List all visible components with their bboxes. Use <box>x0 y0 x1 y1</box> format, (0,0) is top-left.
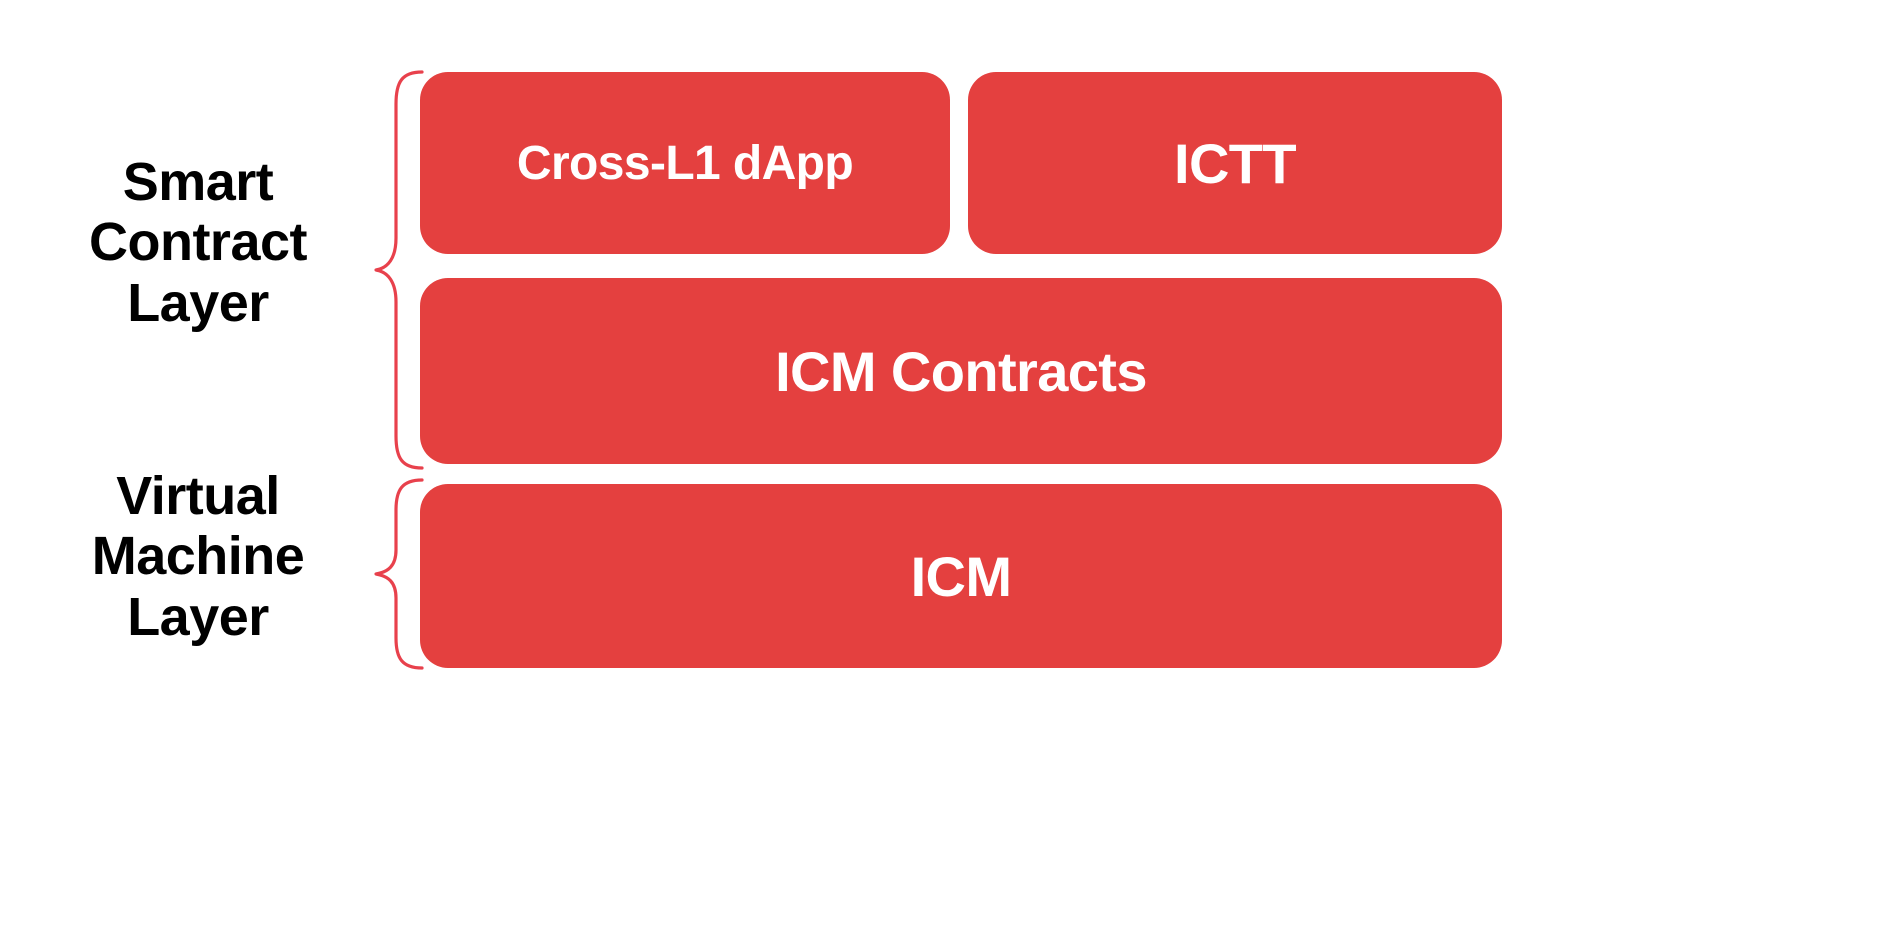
node-box-label: ICTT <box>1173 131 1297 195</box>
node-box-icm-contracts[interactable]: ICM Contracts <box>420 278 1502 464</box>
node-box-label: ICM Contracts <box>775 339 1147 403</box>
curly-brace-icon-virtual-machine-layer <box>336 476 428 672</box>
node-box-ictt[interactable]: ICTT <box>968 72 1502 254</box>
node-box-label: Cross-L1 dApp <box>516 136 854 190</box>
curly-brace-icon-smart-contract-layer <box>336 68 428 472</box>
group-label-virtual-machine-layer: Virtual Machine Layer <box>91 466 305 647</box>
node-box-icm[interactable]: ICM <box>420 484 1502 668</box>
node-box-label: ICM <box>910 544 1012 608</box>
group-label-smart-contract-layer: Smart Contract Layer <box>88 152 308 333</box>
node-box-cross-l1-dapp[interactable]: Cross-L1 dApp <box>420 72 950 254</box>
